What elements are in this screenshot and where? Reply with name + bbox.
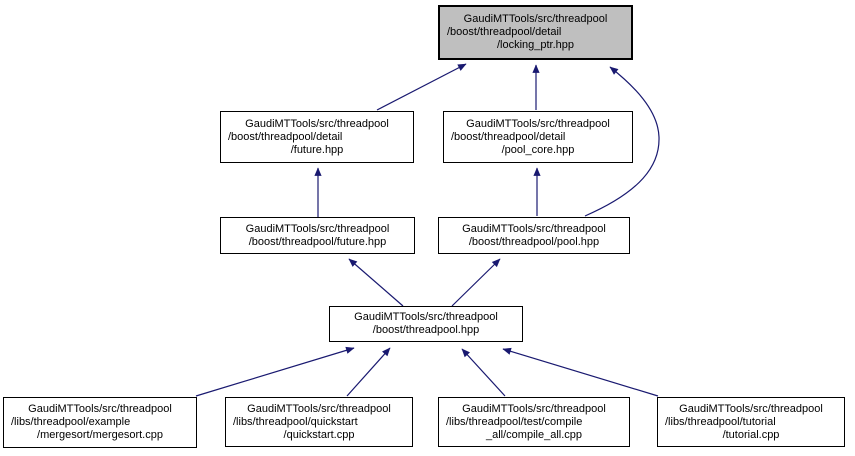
node-label-line: GaudiMTTools/src/threadpool bbox=[247, 402, 391, 415]
node-label-line: /libs/threadpool/quickstart bbox=[233, 415, 358, 428]
node-threadpool-hpp[interactable]: GaudiMTTools/src/threadpool /boost/threa… bbox=[329, 306, 523, 342]
node-label-line: /pool_core.hpp bbox=[501, 143, 575, 156]
node-detail-pool-core-hpp[interactable]: GaudiMTTools/src/threadpool /boost/threa… bbox=[443, 111, 633, 163]
node-label-line: GaudiMTTools/src/threadpool bbox=[462, 402, 606, 415]
node-future-hpp[interactable]: GaudiMTTools/src/threadpool /boost/threa… bbox=[220, 217, 415, 254]
node-tutorial-cpp[interactable]: GaudiMTTools/src/threadpool /libs/thread… bbox=[657, 397, 845, 447]
node-label-line: /boost/threadpool/detail bbox=[451, 130, 566, 143]
node-label-line: /quickstart.cpp bbox=[283, 428, 355, 441]
node-label-line: /libs/threadpool/test/compile bbox=[446, 415, 583, 428]
node-label-line: /boost/threadpool/future.hpp bbox=[248, 235, 387, 248]
node-pool-hpp[interactable]: GaudiMTTools/src/threadpool /boost/threa… bbox=[438, 217, 630, 254]
edge-tutorial-to-threadpool bbox=[502, 347, 659, 397]
node-label-line: GaudiMTTools/src/threadpool bbox=[462, 222, 606, 235]
node-label-line: /libs/threadpool/example bbox=[11, 416, 131, 428]
node-label-line: GaudiMTTools/src/threadpool bbox=[28, 403, 172, 415]
node-label-line: GaudiMTTools/src/threadpool bbox=[463, 13, 608, 25]
node-label-line: /boost/threadpool/detail bbox=[228, 130, 343, 143]
node-label-line: GaudiMTTools/src/threadpool bbox=[245, 117, 389, 130]
node-label-line: /boost/threadpool/pool.hpp bbox=[468, 235, 600, 248]
node-label-line: /libs/threadpool/tutorial bbox=[665, 415, 776, 428]
edge-pool-to-locking-ptr bbox=[584, 66, 660, 217]
node-quickstart-cpp[interactable]: GaudiMTTools/src/threadpool /libs/thread… bbox=[225, 397, 413, 447]
node-label-line: /tutorial.cpp bbox=[722, 428, 780, 441]
node-label-line: /boost/threadpool/detail bbox=[447, 26, 562, 38]
node-mergesort-cpp[interactable]: GaudiMTTools/src/threadpool /libs/thread… bbox=[3, 397, 197, 448]
node-label-line: /boost/threadpool.hpp bbox=[372, 324, 480, 336]
node-label-line: GaudiMTTools/src/threadpool bbox=[679, 402, 823, 415]
node-label-line: GaudiMTTools/src/threadpool bbox=[354, 311, 498, 323]
edge-mergesort-to-threadpool bbox=[195, 346, 355, 397]
node-locking-ptr-hpp: GaudiMTTools/src/threadpool /boost/threa… bbox=[438, 5, 633, 60]
node-label-line: /future.hpp bbox=[290, 143, 344, 156]
edge-threadpool-to-pool bbox=[451, 258, 501, 307]
edge-quickstart-to-threadpool bbox=[346, 347, 391, 397]
edge-compile-all-to-threadpool bbox=[461, 348, 506, 397]
node-label-line: GaudiMTTools/src/threadpool bbox=[466, 117, 610, 130]
edge-threadpool-to-future bbox=[348, 258, 404, 307]
node-label-line: /mergesort/mergesort.cpp bbox=[37, 429, 163, 441]
node-label-line: /locking_ptr.hpp bbox=[496, 39, 575, 51]
node-label-line: _all/compile_all.cpp bbox=[486, 428, 582, 441]
node-compile-all-cpp[interactable]: GaudiMTTools/src/threadpool /libs/thread… bbox=[438, 397, 630, 447]
node-detail-future-hpp[interactable]: GaudiMTTools/src/threadpool /boost/threa… bbox=[220, 111, 414, 163]
edge-detail-future-to-locking-ptr bbox=[376, 63, 467, 111]
node-label-line: GaudiMTTools/src/threadpool bbox=[245, 222, 390, 235]
